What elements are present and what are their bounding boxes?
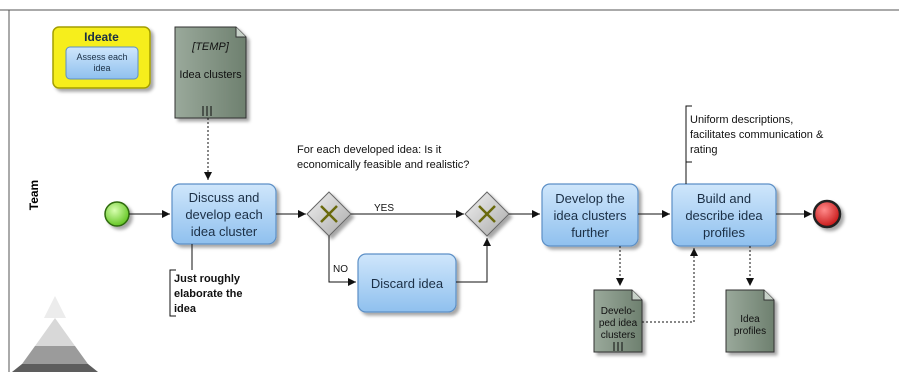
develop-task[interactable]: Develop the idea clusters further: [553, 190, 627, 240]
end-event: [812, 199, 842, 229]
rough-annotation-bracket: [169, 269, 176, 317]
uniform-annotation: Uniform descriptions, facilitates commun…: [690, 114, 824, 156]
ideate-subprocess: [52, 26, 151, 89]
temp-document: [174, 26, 247, 119]
gateway2: [464, 191, 510, 237]
no-label: NO: [333, 264, 348, 275]
discard-task[interactable]: Discard idea: [370, 275, 444, 291]
developed-doc-label: Develo-ped idea clusters: [598, 306, 638, 341]
build-task[interactable]: Build and describe idea profiles: [685, 190, 763, 240]
temp-doc-label: Idea clusters: [179, 69, 242, 81]
discard-task-shape: [357, 253, 457, 313]
flow-no: [328, 236, 356, 286]
developed-document: [593, 289, 643, 353]
ideate-subtask[interactable]: Assess each idea: [76, 52, 128, 73]
yes-label: YES: [374, 203, 395, 214]
temp-doc-tag: [TEMP]: [192, 41, 229, 53]
build-task-shape: [671, 183, 777, 247]
pyramid-icon: [12, 296, 98, 372]
uniform-annotation-bracket: [685, 105, 692, 163]
lane-label: Team: [27, 179, 41, 211]
develop-task-shape: [541, 183, 639, 247]
profiles-document: [725, 289, 775, 353]
discuss-task[interactable]: Discuss and develop each idea cluster: [185, 189, 263, 239]
flow-discard-gateway2: [456, 238, 491, 283]
doc-to-build-association: [642, 248, 698, 323]
ideate-title: Ideate: [84, 29, 119, 44]
profiles-doc-label: Idea profiles: [733, 314, 767, 337]
gateway1: [306, 191, 352, 237]
question-annotation: For each developed idea: Is it economica…: [297, 144, 470, 171]
start-event: [104, 201, 130, 227]
rough-annotation: Just roughly elaborate the idea: [174, 273, 243, 315]
